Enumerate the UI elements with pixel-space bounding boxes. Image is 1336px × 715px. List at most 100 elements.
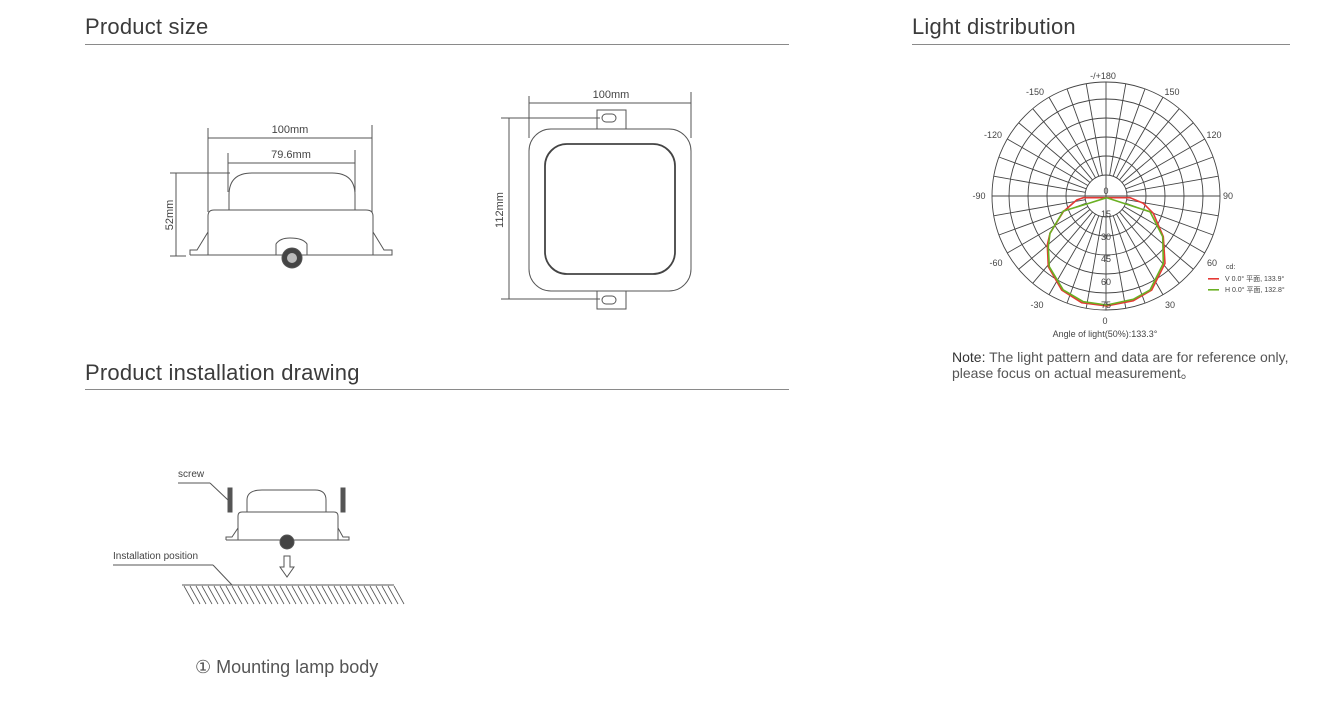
ring-label: 45 [1101,254,1111,264]
polar-spoke [1119,108,1180,181]
polar-spoke [1119,211,1180,284]
note-prefix: Note: [952,349,986,365]
h-plane-curve [1047,196,1165,306]
ground-hatch [261,585,273,605]
angle-label: -90 [972,191,985,201]
ground-hatch [369,585,381,605]
ground-hatch [237,585,249,605]
legend-title: cd: [1226,264,1235,271]
beam-angle-label: Angle of light(50%):133.3° [1053,329,1158,339]
ground-hatch [309,585,321,605]
ground-hatch [327,585,339,605]
polar-spoke [1007,206,1089,254]
ground-hatch [357,585,369,605]
polar-spoke [1048,213,1096,295]
ground-hatch [363,585,375,605]
ground-hatch [381,585,393,605]
polar-spoke [1121,209,1194,270]
side-view-drawing [170,125,393,269]
note-line1: The light pattern and data are for refer… [985,349,1289,365]
polar-spoke [1085,83,1103,176]
ground-hatch [279,585,291,605]
ground-hatch [339,585,351,605]
polar-spoke [1066,215,1100,304]
divider [85,389,789,390]
ring-label: 75 [1101,300,1111,310]
angle-label: -60 [989,258,1002,268]
ground-hatch [387,585,399,605]
legend-swatch-h [1208,289,1219,291]
angle-label: -30 [1030,300,1043,310]
polar-spoke [1125,156,1214,190]
angle-label: 150 [1164,87,1179,97]
side-height-label: 52mm [164,200,176,231]
polar-spoke [1109,83,1127,176]
light-distribution-heading: Light distribution [912,14,1076,39]
polar-spoke [1121,122,1194,183]
polar-spoke [1109,216,1127,309]
note-text: Note: The light pattern and data are for… [952,349,1288,381]
angle-label: 30 [1165,300,1175,310]
product-size-heading: Product size [85,14,209,39]
polar-grid [991,81,1221,311]
polar-spoke [1032,108,1093,181]
ground-hatch [267,585,279,605]
ground-hatch [315,585,327,605]
ground-hatch [291,585,303,605]
ground-hatch [189,585,201,605]
ground-hatch [207,585,219,605]
ground-hatch [249,585,261,605]
polar-spoke [1007,138,1089,186]
ground-hatch [225,585,237,605]
polar-spoke [1048,97,1096,179]
polar-spoke [1116,97,1164,179]
ground-hatch [219,585,231,605]
ground-hatch [345,585,357,605]
top-width-label: 100mm [593,89,630,101]
angle-label: 90 [1223,191,1233,201]
divider [912,44,1290,45]
installation-heading: Product installation drawing [85,360,360,385]
polar-spoke [1126,175,1219,193]
ground-hatch [303,585,315,605]
angle-label: -150 [1026,87,1044,97]
legend-label-h: H 0.0° 平面, 132.8° [1225,286,1285,294]
polar-spoke [1085,216,1103,309]
dome-width-label: 79.6mm [271,149,311,161]
ground-hatch [375,585,387,605]
ground-hatch [351,585,363,605]
polar-spoke [993,175,1086,193]
angle-label: -120 [984,130,1002,140]
angle-label: 120 [1206,130,1221,140]
ring-label: 30 [1101,232,1111,242]
legend-swatch-v [1208,278,1219,280]
polar-spoke [1112,88,1146,177]
angle-label: 0 [1102,316,1107,326]
angle-label: -/+180 [1090,71,1116,81]
polar-spoke [1123,138,1205,186]
polar-spoke [993,199,1086,217]
ground-hatch [321,585,333,605]
polar-spoke [1018,122,1091,183]
screw-label: screw [178,469,205,480]
ground-hatch [243,585,255,605]
ground-hatch [195,585,207,605]
polar-spoke [1066,88,1100,177]
ground-hatch [231,585,243,605]
ground-hatch [285,585,297,605]
installation-step: ① Mounting lamp body [195,657,379,677]
polar-spoke [1123,206,1205,254]
ring-label: 15 [1101,209,1111,219]
legend-label-v: V 0.0° 平面, 133.9° [1225,275,1284,283]
installation-drawing [113,482,405,605]
ground-hatch [255,585,267,605]
ground-hatch [333,585,345,605]
divider [85,44,789,45]
ground-hatch [183,585,195,605]
ring-label: 0 [1103,186,1108,196]
polar-spoke [998,156,1087,190]
polar-spoke [1032,211,1093,284]
top-view-drawing [501,92,692,310]
polar-legend: cd: V 0.0° 平面, 133.9° H 0.0° 平面, 132.8° [1208,264,1285,294]
